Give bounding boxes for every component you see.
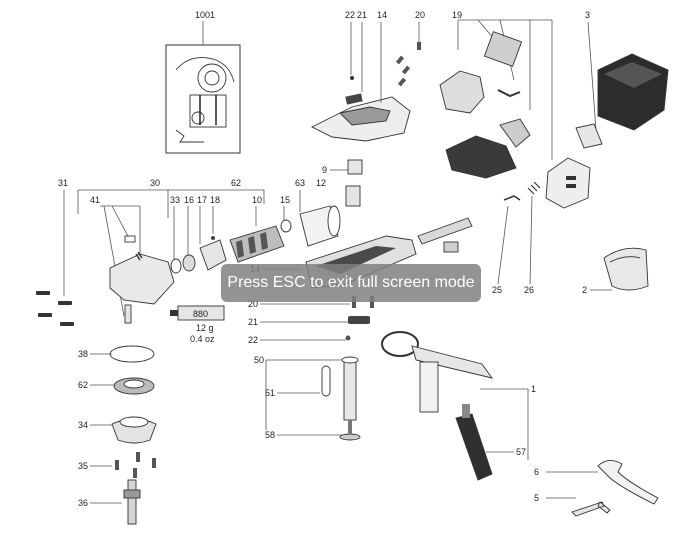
spindle-part — [123, 479, 141, 525]
label-6: 6 — [534, 467, 539, 477]
label-22-mid: 22 — [248, 335, 258, 345]
screws-bottom — [115, 452, 156, 478]
screws-mid — [345, 296, 374, 341]
label-50: 50 — [254, 355, 264, 365]
label-14-top: 14 — [377, 10, 387, 20]
handle-bracket-part — [381, 331, 494, 413]
label-36: 36 — [78, 498, 88, 508]
label-30: 30 — [150, 178, 160, 188]
label-12: 12 — [316, 178, 326, 188]
label-2: 2 — [582, 285, 587, 295]
label-62-left: 62 — [78, 380, 88, 390]
label-3: 3 — [585, 10, 590, 20]
guard-part — [603, 247, 649, 291]
battery-pack-part — [575, 53, 669, 149]
grease-oz: 0.4 oz — [190, 334, 215, 344]
grease-tube-part — [170, 305, 225, 321]
label-31: 31 — [58, 178, 68, 188]
label-9: 9 — [322, 165, 327, 175]
label-35: 35 — [78, 461, 88, 471]
o-ring-part — [109, 345, 155, 363]
screws-set-top — [395, 42, 421, 87]
label-1: 1 — [531, 384, 536, 394]
label-5: 5 — [534, 493, 539, 503]
label-15: 15 — [280, 195, 290, 205]
upper-housing-part — [310, 76, 411, 142]
label-26: 26 — [524, 285, 534, 295]
grease-code: 880 — [193, 309, 208, 319]
fullscreen-exit-hint: Press ESC to exit full screen mode — [221, 264, 481, 302]
clip-part — [347, 159, 363, 175]
label-63: 63 — [295, 178, 305, 188]
bracket-part — [345, 185, 361, 207]
label-20-mid: 20 — [248, 299, 258, 309]
label-16: 16 — [184, 195, 194, 205]
wrench-part — [597, 460, 659, 505]
label-62-mid: 62 — [231, 178, 241, 188]
label-17: 17 — [197, 195, 207, 205]
wiring-detail-box — [165, 44, 241, 154]
hex-key-part — [571, 501, 611, 517]
rear-cap-part — [503, 157, 591, 209]
gear-housing-part — [109, 235, 175, 324]
label-21-top: 21 — [357, 10, 367, 20]
bearing-flange-part — [113, 377, 155, 395]
label-57: 57 — [516, 447, 526, 457]
grease-weight: 12 g — [196, 323, 214, 333]
armature-parts — [170, 205, 341, 274]
label-21-mid: 21 — [248, 317, 258, 327]
label-25: 25 — [492, 285, 502, 295]
label-51: 51 — [265, 388, 275, 398]
fullscreen-exit-text: Press ESC to exit full screen mode — [227, 274, 475, 291]
side-handle-part — [455, 404, 493, 481]
label-22-top: 22 — [345, 10, 355, 20]
label-18: 18 — [210, 195, 220, 205]
label-33: 33 — [170, 195, 180, 205]
switch-assembly-part — [439, 31, 531, 179]
spindle-housing-part — [111, 416, 157, 444]
screws-left — [36, 291, 74, 326]
label-20-top: 20 — [415, 10, 425, 20]
label-34: 34 — [78, 420, 88, 430]
label-10: 10 — [252, 195, 262, 205]
label-19: 19 — [452, 10, 462, 20]
label-58: 58 — [265, 430, 275, 440]
label-1001: 1001 — [195, 10, 215, 20]
label-38: 38 — [78, 349, 88, 359]
label-41: 41 — [90, 195, 100, 205]
extension-tube-part — [321, 356, 361, 441]
